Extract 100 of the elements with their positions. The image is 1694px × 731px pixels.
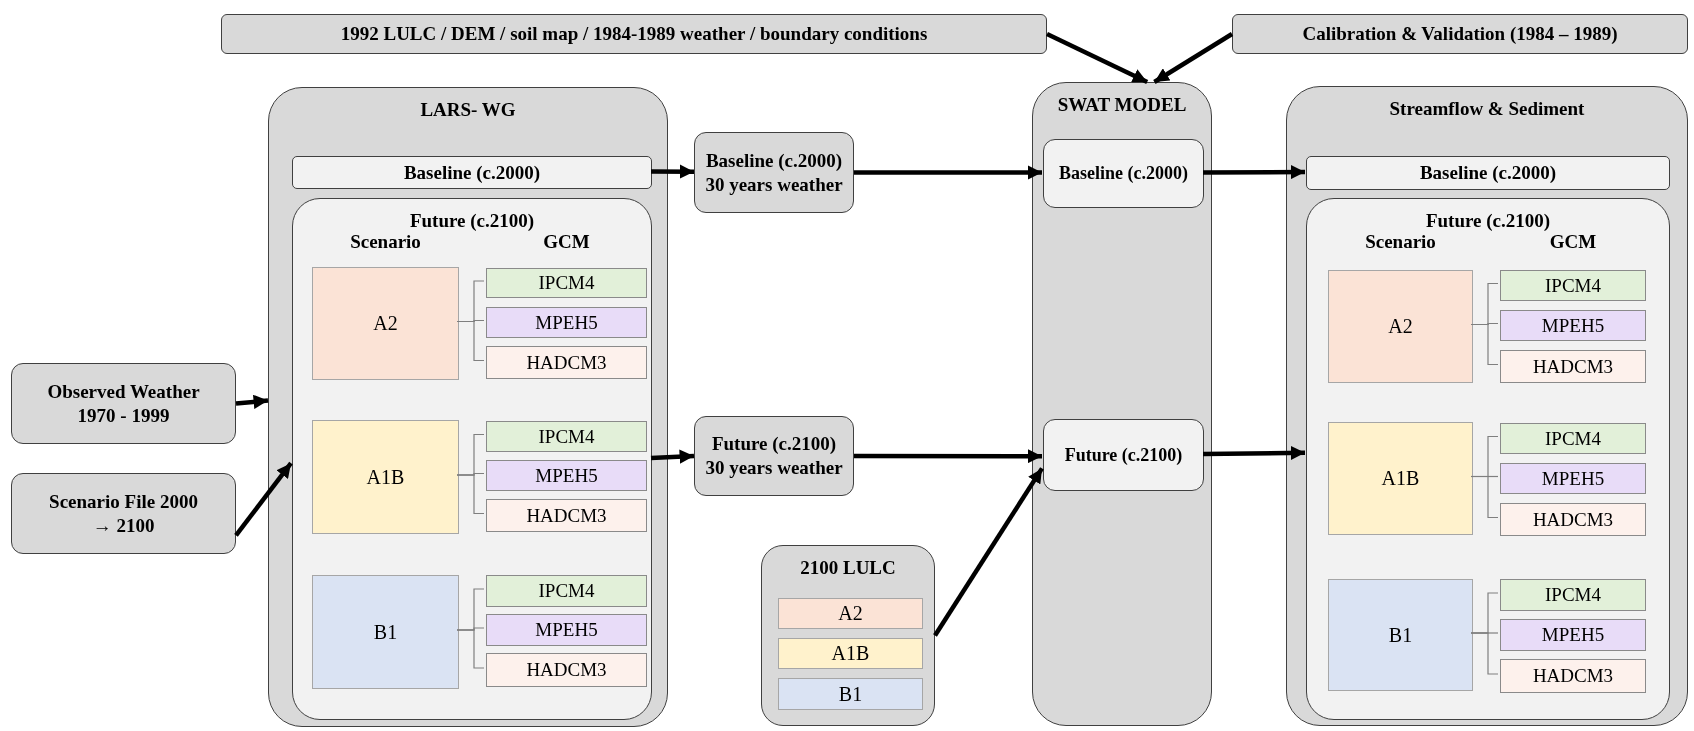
gcm-box [486,653,647,687]
scenario-box [312,267,459,380]
arrow [1203,164,1305,180]
box-label: MPEH5 [1541,623,1605,647]
box-label: A2 [373,311,398,336]
box-label: IPCM4 [538,271,595,295]
scenario-box [778,598,923,629]
column-heading: Scenario [1364,231,1437,253]
arrow [650,449,695,464]
box-label: Future (c.2100) [1064,443,1183,467]
column-heading: GCM [542,231,591,253]
box-label: A2 [1388,314,1413,339]
panel-heading: Future (c.2100) [409,209,535,233]
box-label: Baseline (c.2000) [1419,161,1557,185]
model-panel [268,87,668,727]
gcm-box [486,307,647,338]
gcm-box [486,499,647,532]
gcm-box [1500,350,1646,383]
arrow [1046,31,1149,85]
period-panel [292,198,652,720]
gcm-box [1500,270,1646,301]
gcm-box [1500,619,1646,651]
box-label: B1 [373,619,398,645]
box-label: HADCM3 [526,350,607,375]
model-panel [1286,86,1688,726]
box-label: MPEH5 [535,618,598,642]
box-label: B1 [838,681,863,707]
gcm-box [1500,463,1646,494]
box-label: MPEH5 [535,310,598,335]
input-box [221,14,1047,54]
scenario-box [778,638,923,669]
arrow [1153,32,1234,84]
box-label: MPEH5 [1541,313,1605,338]
gcm-box [1500,579,1646,611]
scenario-box [1328,270,1473,383]
arrow [1202,445,1306,461]
lulc-panel [761,545,935,726]
panel-heading: Future (c.2100) [1425,209,1551,233]
box-label: Scenario File 2000 → 2100 [48,489,199,538]
period-box [1043,139,1204,208]
box-label: A1B [1381,466,1420,491]
bracket-line [456,474,485,515]
data-box [694,416,854,496]
box-label: IPCM4 [1545,583,1601,607]
model-panel [1032,82,1212,726]
gcm-box [486,460,647,491]
gcm-box [1500,423,1646,454]
period-bar [292,156,652,189]
box-label: Baseline (c.2000) 30 years weather [704,148,844,197]
arrow [854,165,1042,180]
gcm-box [486,421,647,452]
period-box [1043,419,1204,491]
box-label: IPCM4 [1545,273,1601,298]
box-label: Baseline (c.2000) [403,160,541,185]
scenario-box [778,678,923,710]
period-bar [1306,156,1670,190]
arrow [651,164,694,179]
scenario-box [1328,422,1473,535]
box-label: HADCM3 [526,658,607,682]
box-label: A1B [366,464,405,490]
box-label: Observed Weather 1970 - 1999 [46,379,201,428]
box-label: HADCM3 [1532,507,1614,532]
gcm-box [486,346,647,379]
scenario-box [312,575,459,689]
box-label: HADCM3 [1532,664,1614,688]
box-label: Calibration & Validation (1984 – 1989) [1302,22,1618,46]
input-box [1232,14,1688,54]
box-label: Baseline (c.2000) [1059,162,1188,185]
box-label: 1992 LULC / DEM / soil map / 1984-1989 weather / boundary conditions [340,22,928,46]
scenario-box [1328,579,1473,691]
period-panel [1306,198,1670,720]
box-label: IPCM4 [1545,426,1601,451]
box-label: MPEH5 [535,463,598,488]
data-box [11,363,236,444]
arrow [854,448,1042,464]
panel-heading: LARS- WG [420,98,516,122]
scenario-box [312,420,459,534]
box-label: A1B [831,641,870,666]
data-box [11,473,236,554]
box-label: HADCM3 [1532,354,1614,379]
gcm-box [486,575,647,607]
box-label: Future (c.2100) 30 years weather [704,432,844,480]
bracket-line [1470,632,1499,675]
gcm-box [1500,503,1646,536]
panel-heading: 2100 LULC [800,556,896,580]
data-box [694,132,854,213]
arrow [933,467,1044,637]
box-label: A2 [838,601,863,626]
arrow [235,394,269,410]
panel-heading: SWAT MODEL [1057,93,1187,117]
gcm-box [1500,310,1646,341]
arrow [234,461,293,537]
panel-heading: Streamflow & Sediment [1389,97,1585,121]
bracket-line [456,629,485,669]
box-label: IPCM4 [538,579,595,603]
gcm-box [486,614,647,646]
gcm-box [1500,659,1646,693]
box-label: B1 [1388,622,1413,648]
gcm-box [486,268,647,298]
box-label: IPCM4 [538,424,595,449]
